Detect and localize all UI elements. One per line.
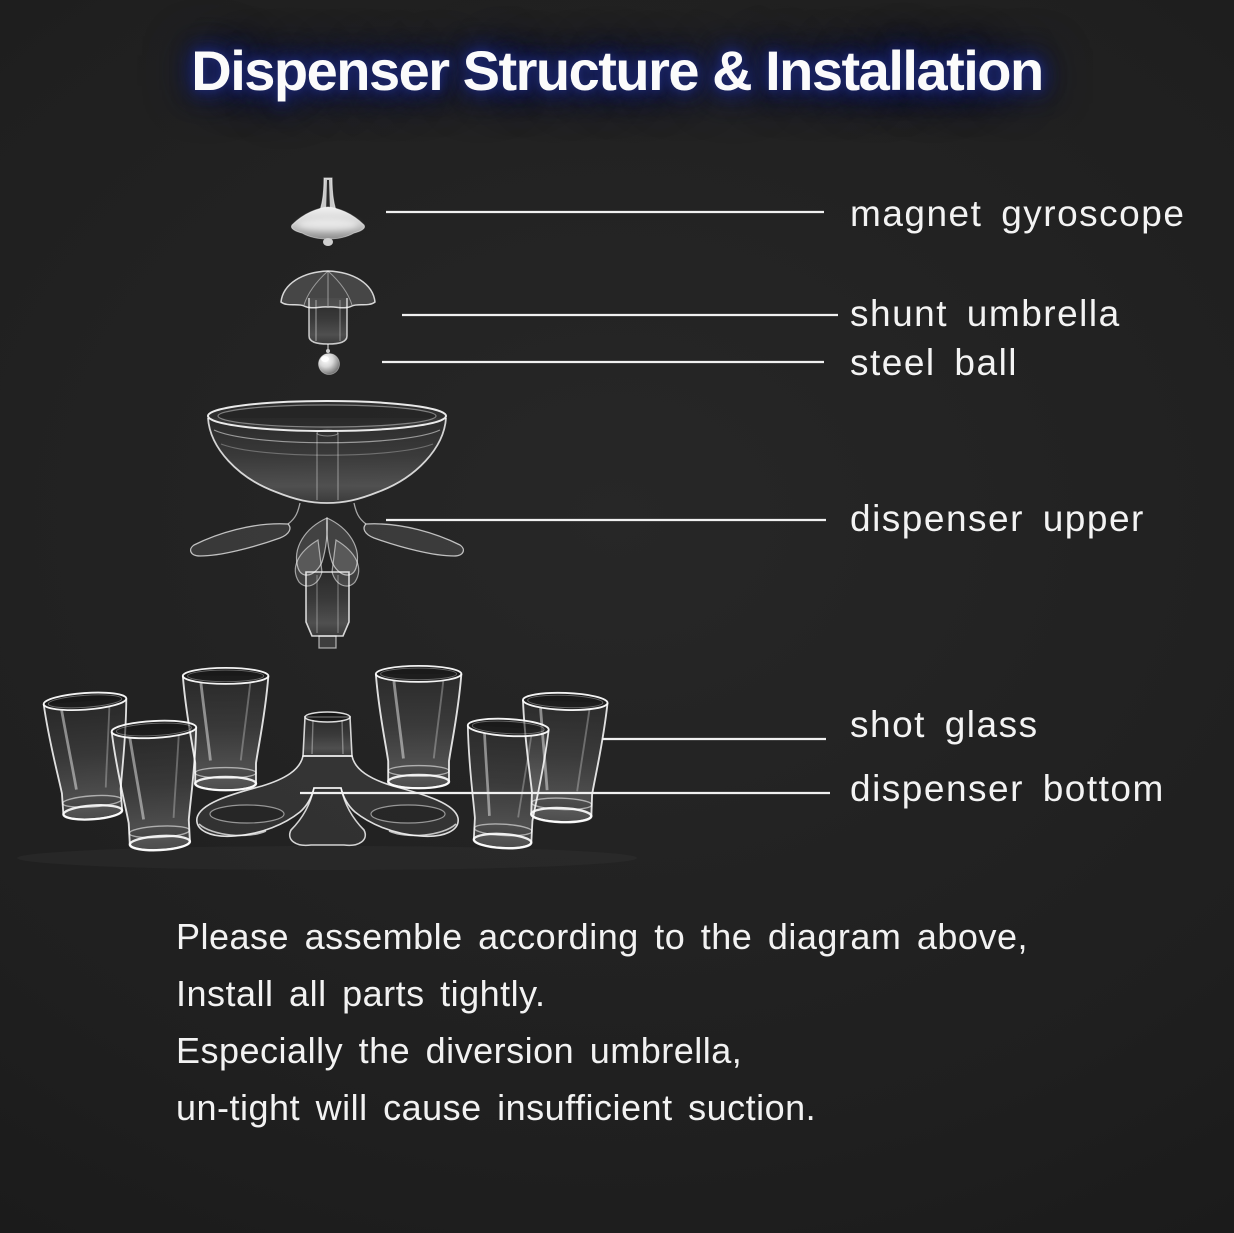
assembly-instructions: Please assemble according to the diagram… xyxy=(176,908,1028,1136)
dispenser-upper-figure xyxy=(189,400,465,649)
shunt-umbrella-figure xyxy=(280,270,376,353)
label-dispenser-upper: dispenser upper xyxy=(850,498,1145,539)
shot-glass-figure xyxy=(460,715,551,852)
label-shunt-umbrella: shunt umbrella xyxy=(850,293,1121,334)
steel-ball-figure xyxy=(318,353,340,375)
dispenser-bottom-figure xyxy=(196,711,459,847)
instruction-line: Especially the diversion umbrella, xyxy=(176,1030,743,1071)
magnet-gyroscope-figure xyxy=(291,177,365,246)
shot-glass-figure xyxy=(374,664,463,790)
label-dispenser-bottom: dispenser bottom xyxy=(850,768,1165,809)
instruction-line: un-tight will cause insufficient suction… xyxy=(176,1087,817,1128)
page-title: Dispenser Structure & Installation xyxy=(191,39,1044,102)
label-steel-ball: steel ball xyxy=(850,342,1019,383)
label-shot-glass: shot glass xyxy=(850,704,1039,745)
shot-glass-figure xyxy=(109,717,204,854)
instruction-line: Please assemble according to the diagram… xyxy=(176,916,1028,957)
label-magnet-gyroscope: magnet gyroscope xyxy=(850,193,1186,234)
instruction-line: Install all parts tightly. xyxy=(176,973,546,1014)
glass-set-figure xyxy=(41,664,610,854)
